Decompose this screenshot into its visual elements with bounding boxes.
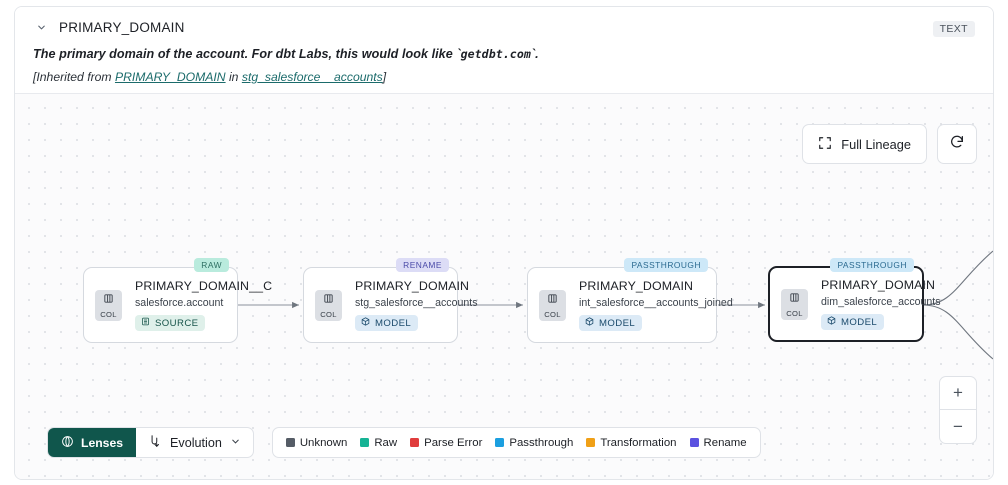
node-kind-pill: MODEL — [821, 314, 885, 330]
columns-icon — [789, 290, 800, 308]
legend-item-passthrough: Passthrough — [495, 437, 573, 449]
lineage-node-selected[interactable]: PASSTHROUGH COL PRIMARY_DOMAIN dim_sales… — [768, 258, 941, 342]
node-body: PRIMARY_DOMAIN stg_salesforce__accounts … — [342, 279, 488, 331]
inherited-prefix: [Inherited from — [33, 70, 115, 84]
node-name: PRIMARY_DOMAIN — [821, 278, 936, 292]
legend-swatch — [360, 438, 370, 447]
lineage-canvas[interactable]: Full Lineage + − RAW — [15, 93, 993, 479]
columns-icon — [547, 291, 558, 309]
zoom-out-button[interactable]: − — [953, 416, 963, 436]
node-name: PRIMARY_DOMAIN — [579, 279, 694, 293]
description-code: getdbt.com — [460, 47, 531, 61]
columns-icon — [323, 291, 334, 309]
legend-label: Parse Error — [424, 436, 483, 449]
legend-label: Passthrough — [509, 436, 574, 449]
node-subtitle: salesforce.account — [135, 297, 224, 309]
legend-swatch — [285, 438, 295, 447]
chevron-down-icon[interactable] — [33, 19, 49, 35]
node-subtitle: dim_salesforce_accounts — [821, 296, 941, 308]
column-chip-label: COL — [100, 310, 117, 319]
full-lineage-label: Full Lineage — [841, 136, 911, 152]
chevron-down-icon — [230, 436, 241, 450]
legend-label: Rename — [703, 436, 747, 449]
column-detail-card: PRIMARY_DOMAIN TEXT The primary domain o… — [14, 6, 994, 480]
canvas-bottom-bar: Lenses Evolution U — [47, 427, 761, 458]
node-body: PRIMARY_DOMAIN__C salesforce.account SOU… — [122, 279, 282, 331]
legend-swatch — [586, 438, 596, 447]
legend-swatch — [495, 438, 505, 447]
column-chip: COL — [95, 289, 122, 321]
legend-item-parse-error: Parse Error — [410, 437, 482, 449]
full-lineage-button[interactable]: Full Lineage — [802, 124, 927, 164]
inherited-middle: in — [225, 70, 242, 84]
refresh-button[interactable] — [937, 124, 977, 164]
database-icon — [141, 317, 150, 329]
node-subtitle: stg_salesforce__accounts — [355, 297, 478, 309]
canvas-top-controls: Full Lineage — [802, 124, 977, 164]
node-kind-label: SOURCE — [155, 317, 199, 329]
description-text-pre: The primary domain of the account. For d… — [33, 47, 461, 61]
cube-icon — [585, 317, 594, 329]
lineage-legend: Unknown Raw Parse Error Passthrough — [271, 427, 761, 458]
node-tag: RAW — [194, 258, 229, 272]
lenses-label: Lenses — [81, 435, 124, 450]
refresh-icon — [949, 134, 965, 155]
evolution-label: Evolution — [170, 435, 222, 450]
inherited-from-note: [Inherited from PRIMARY_DOMAIN in stg_sa… — [33, 70, 975, 84]
column-chip-label: COL — [544, 310, 561, 319]
expand-icon — [818, 136, 832, 153]
evolution-icon — [148, 434, 162, 451]
evolution-dropdown[interactable]: Evolution — [136, 428, 253, 457]
node-kind-pill: MODEL — [579, 315, 643, 331]
description-text-post: `. — [530, 47, 539, 61]
lens-icon — [61, 435, 74, 451]
node-kind-pill: MODEL — [355, 315, 419, 331]
column-chip: COL — [315, 289, 342, 321]
column-description: The primary domain of the account. For d… — [33, 47, 975, 61]
legend-label: Unknown — [299, 436, 348, 449]
cube-icon — [361, 317, 370, 329]
node-body: PRIMARY_DOMAIN int_salesforce__accounts_… — [566, 279, 743, 331]
node-kind-label: MODEL — [375, 317, 412, 329]
legend-item-unknown: Unknown — [285, 436, 348, 449]
node-body: PRIMARY_DOMAIN dim_salesforce_accounts M… — [808, 278, 951, 330]
column-chip: COL — [539, 289, 566, 321]
legend-item-transformation: Transformation — [586, 436, 677, 449]
legend-swatch — [689, 438, 699, 447]
cube-icon — [827, 316, 836, 328]
legend-label: Raw — [374, 436, 398, 449]
column-chip: COL — [781, 288, 808, 320]
column-chip-label: COL — [320, 310, 337, 319]
lenses-button[interactable]: Lenses — [48, 428, 137, 457]
page-title: PRIMARY_DOMAIN — [59, 19, 185, 35]
lineage-node[interactable]: RENAME COL PRIMARY_DOMAIN stg_salesforce… — [303, 258, 478, 343]
inherited-model-link[interactable]: stg_salesforce__accounts — [241, 70, 383, 84]
column-chip-label: COL — [786, 309, 803, 318]
node-tag: PASSTHROUGH — [830, 258, 914, 272]
columns-icon — [103, 291, 114, 309]
node-tag: PASSTHROUGH — [624, 258, 708, 272]
inherited-suffix: ] — [382, 70, 387, 84]
card-header: PRIMARY_DOMAIN TEXT The primary domain o… — [15, 7, 993, 93]
node-tag: RENAME — [396, 258, 449, 272]
legend-label: Transformation — [600, 436, 677, 449]
lineage-node[interactable]: RAW COL PRIMARY_DOMAIN__C salesforce.acc… — [83, 258, 272, 343]
node-name: PRIMARY_DOMAIN__C — [135, 279, 273, 293]
node-kind-label: MODEL — [841, 316, 878, 328]
legend-item-rename: Rename — [689, 436, 747, 449]
node-name: PRIMARY_DOMAIN — [355, 279, 470, 293]
legend-swatch — [410, 438, 420, 447]
zoom-controls: + − — [939, 376, 977, 444]
node-kind-pill: SOURCE — [135, 315, 206, 331]
node-kind-label: MODEL — [599, 317, 636, 329]
type-badge: TEXT — [932, 21, 975, 37]
legend-item-raw: Raw — [360, 437, 397, 449]
zoom-in-button[interactable]: + — [940, 377, 976, 410]
lineage-node[interactable]: PASSTHROUGH COL PRIMARY_DOMAIN int_sales… — [527, 258, 733, 343]
inherited-column-link[interactable]: PRIMARY_DOMAIN — [114, 70, 226, 84]
lenses-evolution-group: Lenses Evolution — [47, 427, 254, 458]
node-subtitle: int_salesforce__accounts_joined — [579, 297, 733, 309]
